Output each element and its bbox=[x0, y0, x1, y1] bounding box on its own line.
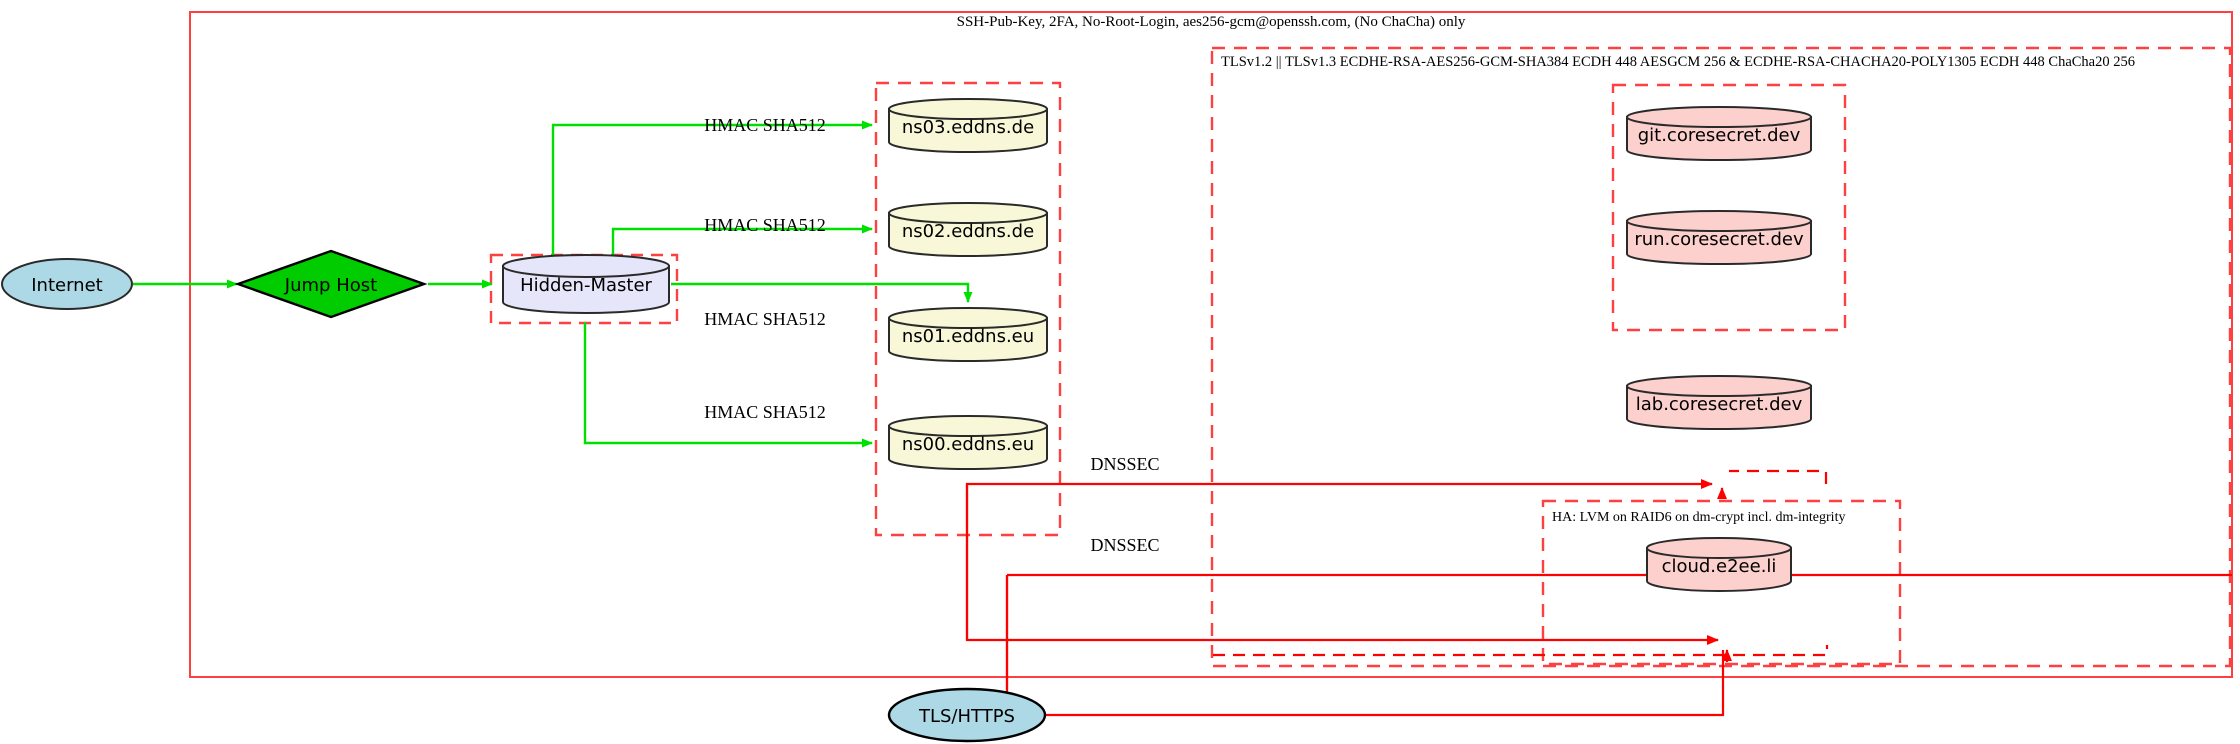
node-ns00[interactable]: ns00.eddns.eu bbox=[888, 415, 1048, 470]
edge-dnssec-upper bbox=[965, 479, 1713, 640]
edge-hiddenmaster-ns01 bbox=[671, 282, 973, 303]
node-ns01-label: ns01.eddns.eu bbox=[902, 326, 1034, 347]
red-edge-network bbox=[965, 483, 1829, 717]
node-git-coresecret[interactable]: git.coresecret.dev bbox=[1626, 106, 1812, 161]
node-tls-https-label: TLS/HTTPS bbox=[918, 706, 1015, 727]
edge-hiddenmaster-ns03 bbox=[551, 120, 873, 257]
node-ns00-label: ns00.eddns.eu bbox=[902, 434, 1034, 455]
node-jump-host-label: Jump Host bbox=[284, 275, 377, 296]
node-ns03-label: ns03.eddns.de bbox=[902, 117, 1034, 138]
node-internet-label: Internet bbox=[31, 275, 102, 296]
node-lab-coresecret[interactable]: lab.coresecret.dev bbox=[1626, 375, 1812, 430]
cluster-tls-label: TLSv1.2 || TLSv1.3 ECDHE-RSA-AES256-GCM-… bbox=[1221, 54, 2135, 70]
edge-label-hmac-ns03: HMAC SHA512 bbox=[704, 115, 826, 135]
edge-tlshttps-right bbox=[1043, 650, 1725, 717]
edge-red-1-dashed bbox=[1213, 645, 1829, 657]
node-run-coresecret[interactable]: run.coresecret.dev bbox=[1626, 210, 1812, 265]
node-ns01[interactable]: ns01.eddns.eu bbox=[888, 307, 1048, 362]
node-ns03[interactable]: ns03.eddns.de bbox=[888, 98, 1048, 153]
edge-label-dnssec-lower: DNSSEC bbox=[1090, 535, 1159, 555]
cluster-ssh: SSH-Pub-Key, 2FA, No-Root-Login, aes256-… bbox=[189, 11, 2233, 678]
edge-red-1 bbox=[965, 483, 1719, 645]
node-cloud-e2ee[interactable]: cloud.e2ee.li bbox=[1646, 537, 1792, 592]
cluster-coresecret bbox=[1611, 83, 1847, 332]
node-lab-label: lab.coresecret.dev bbox=[1636, 394, 1803, 415]
node-tls-https[interactable]: TLS/HTTPS bbox=[887, 687, 1047, 743]
green-edge-labels: HMAC SHA512 HMAC SHA512 HMAC SHA512 HMAC… bbox=[704, 115, 826, 422]
edge-label-hmac-ns01: HMAC SHA512 bbox=[704, 309, 826, 329]
node-git-label: git.coresecret.dev bbox=[1638, 125, 1801, 146]
green-edges bbox=[133, 120, 973, 448]
node-ns02-label: ns02.eddns.de bbox=[902, 221, 1034, 242]
node-hidden-master-label: Hidden-Master bbox=[520, 275, 652, 296]
cluster-ssh-label: SSH-Pub-Key, 2FA, No-Root-Login, aes256-… bbox=[957, 14, 1466, 30]
cluster-tls: TLSv1.2 || TLSv1.3 ECDHE-RSA-AES256-GCM-… bbox=[1210, 46, 2232, 668]
node-cloud-label: cloud.e2ee.li bbox=[1662, 556, 1777, 577]
cluster-ha: HA: LVM on RAID6 on dm-crypt incl. dm-in… bbox=[1541, 499, 1902, 666]
node-run-label: run.coresecret.dev bbox=[1634, 229, 1804, 250]
red-edge-labels: DNSSEC DNSSEC bbox=[1090, 454, 1159, 555]
node-internet[interactable]: Internet bbox=[1, 258, 133, 310]
edge-label-hmac-ns00: HMAC SHA512 bbox=[704, 402, 826, 422]
edge-dnssec-upper-dashed bbox=[1729, 469, 1828, 484]
edge-hiddenmaster-ns00 bbox=[583, 322, 873, 448]
edge-label-dnssec-upper: DNSSEC bbox=[1090, 454, 1159, 474]
cluster-ha-label: HA: LVM on RAID6 on dm-crypt incl. dm-in… bbox=[1552, 510, 1845, 525]
node-hidden-master[interactable]: Hidden-Master bbox=[502, 254, 670, 314]
node-ns02[interactable]: ns02.eddns.de bbox=[888, 202, 1048, 257]
edge-hiddenmaster-ns02 bbox=[611, 224, 873, 256]
edge-label-hmac-ns02: HMAC SHA512 bbox=[704, 215, 826, 235]
node-jump-host[interactable]: Jump Host bbox=[234, 249, 428, 319]
